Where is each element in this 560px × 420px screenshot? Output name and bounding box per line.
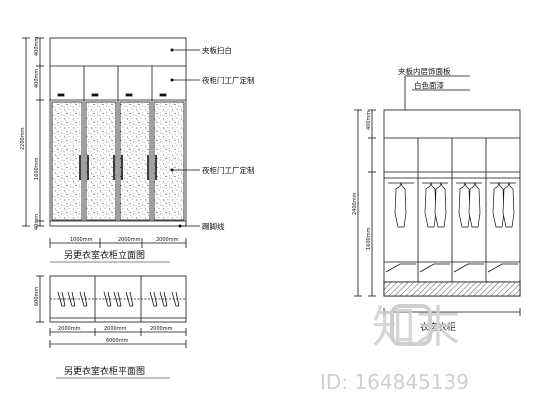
door-panel bbox=[85, 101, 117, 221]
dim-right-height-2: 2400mm bbox=[352, 192, 358, 215]
dim-left-height-5: 40mm bbox=[34, 214, 40, 230]
title-front-elevation: 另更衣室衣柜立面图 bbox=[64, 249, 145, 261]
plinth-hatch bbox=[383, 281, 521, 297]
dim-plan-depth: 600mm bbox=[34, 287, 40, 306]
dim-plan-width-2: 2000mm bbox=[104, 326, 127, 332]
hanger-symbol bbox=[171, 291, 180, 307]
callout-skirting: 踢脚线 bbox=[202, 221, 225, 231]
callout-white-paint: 白色面漆 bbox=[414, 80, 444, 90]
hanging-garments bbox=[394, 181, 515, 228]
hanger-symbol bbox=[125, 291, 134, 307]
hanger-symbol bbox=[103, 291, 112, 307]
callout-inner-panel: 夹板内层饰面板 bbox=[398, 66, 451, 76]
garment-symbol bbox=[468, 181, 481, 228]
garment-symbol bbox=[458, 181, 471, 228]
dim-left-height-4: 1600mm bbox=[34, 157, 40, 180]
wardrobe-outline bbox=[49, 37, 187, 227]
dim-left-height-1: 400mm bbox=[34, 37, 40, 56]
dim-plan-total: 6000mm bbox=[106, 338, 129, 344]
plan-hangers bbox=[57, 291, 180, 307]
dim-right-height-3: 1600mm bbox=[366, 227, 372, 250]
dim-plan-width-1: 2000mm bbox=[58, 326, 81, 332]
title-plan: 另更衣室衣柜平面图 bbox=[64, 365, 145, 377]
front-elevation bbox=[22, 37, 200, 263]
callout-top-panel: 夹板扫白 bbox=[202, 45, 232, 55]
hanger-symbol bbox=[113, 291, 122, 307]
watermark-id: ID: 164845139 bbox=[320, 370, 469, 394]
door-panel bbox=[153, 101, 185, 221]
watermark: 知末 ID: 164845139 bbox=[320, 302, 469, 394]
garment-symbol bbox=[434, 181, 447, 228]
callout-upper-doors: 夜柜门工厂定制 bbox=[202, 75, 255, 85]
hanger-symbol bbox=[159, 291, 168, 307]
dim-right-height-1: 400mm bbox=[366, 111, 372, 130]
plan-labels: 2000mm 2000mm 2000mm 6000mm 600mm 另更衣室衣柜… bbox=[34, 287, 173, 377]
dim-front-width-1: 1000mm bbox=[70, 237, 93, 243]
garment-symbol bbox=[394, 181, 407, 228]
garment-symbol bbox=[492, 181, 505, 228]
watermark-logo-icon bbox=[390, 304, 432, 346]
dim-plan-width-3: 2000mm bbox=[150, 326, 173, 332]
hanger-symbol bbox=[67, 291, 76, 307]
watermark-brand: 知末 bbox=[372, 302, 460, 353]
dim-left-height-2: 400mm bbox=[34, 69, 40, 88]
garment-symbol bbox=[424, 181, 437, 228]
callout-lower-doors: 夜柜门工厂定制 bbox=[202, 165, 255, 175]
hanger-symbol bbox=[57, 291, 66, 307]
door-panel bbox=[51, 101, 83, 221]
dim-left-height-3: 2200mm bbox=[20, 127, 26, 150]
dim-front-width-2: 2000mm bbox=[118, 237, 141, 243]
hanger-symbol bbox=[149, 291, 158, 307]
dim-front-width-3: 2000mm bbox=[156, 237, 179, 243]
door-panel bbox=[119, 101, 151, 221]
hanger-symbol bbox=[79, 291, 88, 307]
front-callouts: 夹板扫白 夜柜门工厂定制 夜柜门工厂定制 踢脚线 1000mm 2000mm 2… bbox=[20, 37, 255, 261]
plan-view bbox=[36, 275, 187, 379]
garment-symbol bbox=[502, 181, 515, 228]
